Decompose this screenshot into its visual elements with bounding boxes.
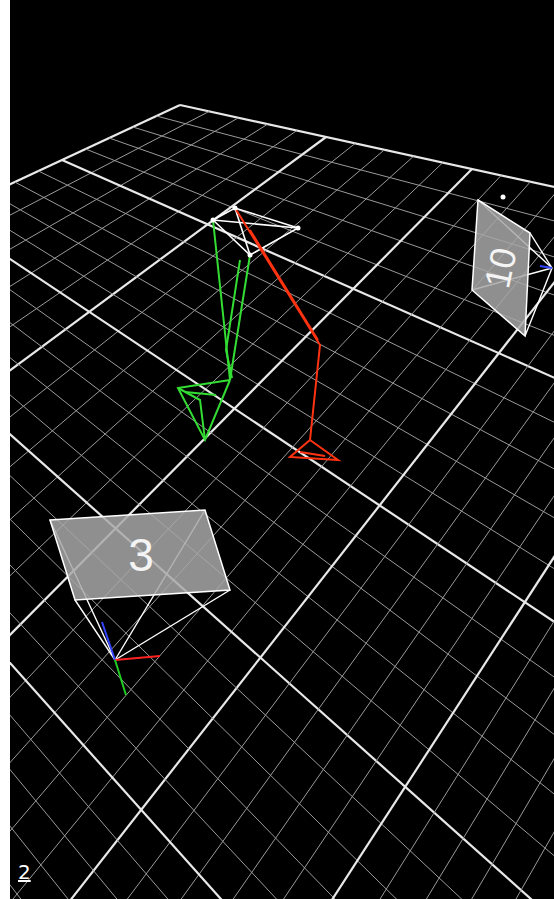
grid-line (10, 150, 384, 652)
grid-line (10, 175, 501, 806)
grid-line (80, 214, 554, 899)
grid-line (10, 169, 472, 768)
grid-line (10, 248, 554, 829)
grid-line (10, 188, 554, 884)
grid-line (10, 137, 326, 574)
plane-fill (472, 200, 530, 336)
scene-illustration (10, 0, 554, 899)
plane-fill (50, 510, 230, 600)
grid-line (10, 237, 554, 786)
grid-line (10, 270, 550, 899)
grid-line (10, 259, 554, 873)
grid-line (10, 182, 530, 846)
grid-line (133, 127, 554, 352)
grid-line (10, 156, 414, 690)
grid-line (10, 163, 443, 730)
grid-line (10, 143, 355, 612)
grid-line (10, 292, 502, 899)
skeleton (50, 195, 552, 696)
grid-line (10, 193, 554, 612)
grid-line (10, 195, 554, 899)
grid-line (10, 118, 238, 458)
grid-line (10, 347, 382, 899)
grid-line (10, 204, 554, 656)
grid-line (10, 380, 310, 899)
camera-image-plane: 10 (470, 198, 532, 338)
grid-line (10, 303, 478, 899)
camera-image-plane: 3 (50, 508, 232, 602)
grid-line (10, 369, 334, 899)
grid-line (86, 149, 554, 439)
grid-line (10, 358, 358, 899)
page-number: 2 (18, 862, 31, 882)
grid-line (10, 314, 454, 899)
grid-line (10, 325, 430, 899)
camera-number: 10 (479, 245, 523, 292)
grid-line (224, 246, 554, 899)
grid-line (195, 239, 554, 899)
grid-line (10, 105, 180, 380)
render-viewport: 3 10 2 (10, 0, 554, 899)
grid-line (51, 207, 554, 899)
grid-line (281, 259, 554, 899)
grid-line (252, 252, 554, 899)
grid-line (10, 336, 406, 899)
grid-line (109, 138, 554, 395)
grid-line (22, 201, 554, 899)
grid-line (10, 226, 554, 742)
grid-line (62, 160, 554, 482)
grid-line (310, 265, 554, 899)
camera-number: 3 (128, 532, 154, 578)
floor-grid (10, 105, 554, 899)
